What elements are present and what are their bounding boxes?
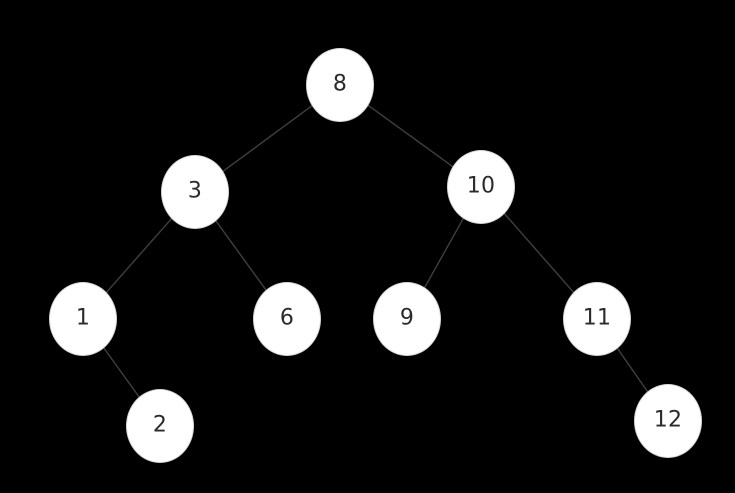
tree-node-label: 12 — [653, 407, 683, 433]
tree-edge-3-1 — [105, 217, 173, 294]
tree-edge-10-9 — [424, 217, 464, 289]
tree-node-label: 6 — [279, 305, 295, 331]
tree-node-3[interactable]: 3 — [161, 155, 229, 229]
tree-edge-11-12 — [616, 347, 649, 393]
tree-edge-8-3 — [222, 105, 313, 172]
tree-node-label: 8 — [332, 71, 348, 97]
tree-node-label: 2 — [152, 412, 168, 438]
tree-edge-3-6 — [215, 220, 267, 291]
tree-node-8[interactable]: 8 — [306, 48, 374, 122]
tree-node-6[interactable]: 6 — [253, 282, 321, 356]
tree-node-label: 3 — [187, 178, 203, 204]
tree-node-label: 10 — [466, 173, 496, 199]
tree-node-1[interactable]: 1 — [49, 282, 117, 356]
tree-node-12[interactable]: 12 — [634, 384, 702, 458]
tree-node-label: 11 — [582, 305, 612, 331]
tree-edge-8-10 — [367, 104, 454, 168]
tree-node-2[interactable]: 2 — [126, 389, 194, 463]
tree-node-10[interactable]: 10 — [447, 150, 515, 224]
tree-edge-1-2 — [103, 347, 140, 398]
tree-node-9[interactable]: 9 — [373, 282, 441, 356]
tree-node-11[interactable]: 11 — [563, 282, 631, 356]
tree-edge-10-11 — [503, 213, 575, 293]
tree-node-label: 9 — [399, 305, 415, 331]
tree-node-label: 1 — [75, 305, 91, 331]
